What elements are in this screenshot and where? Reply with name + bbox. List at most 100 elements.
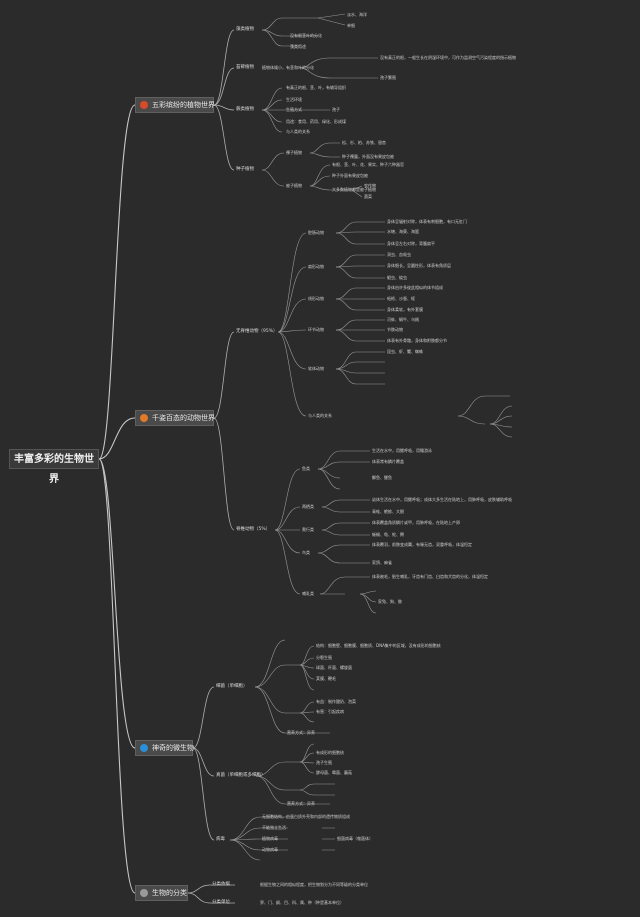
node-text[interactable]: 身体由许多彼此相似的体节组成 (387, 285, 443, 290)
node-text[interactable]: 涡虫、血吸虫 (387, 252, 411, 257)
node-units[interactable]: 分类单位 (212, 900, 230, 905)
node-text[interactable]: 蔬菜 (364, 194, 372, 199)
node-text[interactable]: 界、门、纲、目、科、属、种（种是基本单位） (260, 900, 344, 905)
node-text[interactable]: 动物病毒 (262, 847, 278, 852)
branch-marker-icon (140, 414, 148, 422)
node-text[interactable]: 河蚌、蜗牛、乌贼 (387, 317, 419, 322)
node-fish[interactable]: 鱼类 (302, 466, 310, 471)
node-text[interactable]: 身体柔软，有外套膜 (387, 307, 423, 312)
node-text[interactable]: 蜥蜴、龟、蛇、鳄 (372, 532, 404, 537)
node-annelids[interactable]: 环节动物 (308, 327, 324, 332)
branch-classification[interactable]: 生物的分类 (135, 885, 188, 901)
branch-label: 神奇的微生物 (152, 744, 194, 752)
node-text[interactable]: 体表有外骨骼，身体和附肢都分节 (387, 338, 447, 343)
branch-marker-icon (140, 101, 148, 109)
node-virus[interactable]: 病毒 (216, 837, 225, 842)
node-gymnosperm[interactable]: 裸子植物 (286, 150, 302, 155)
node-text[interactable]: 体表覆盖角质鳞片或甲，用肺呼吸，在陆地上产卵 (372, 520, 460, 525)
node-text[interactable]: 孢子生殖 (316, 760, 332, 765)
branch-plants[interactable]: 五彩缤纷的植物世界 (135, 97, 215, 113)
node-text[interactable]: 荚膜、鞭毛 (316, 676, 336, 681)
node-text[interactable]: 种子外面有果皮包被 (332, 173, 368, 178)
branch-marker-icon (140, 889, 148, 897)
node-text[interactable]: 水螅、海葵、海蜇 (387, 229, 419, 234)
node-relation[interactable]: 与人类的关系 (308, 413, 332, 418)
node-reptiles[interactable]: 爬行类 (302, 527, 314, 532)
node-fern[interactable]: 蕨类植物 (236, 107, 254, 112)
node-text[interactable]: 细菌病毒（噬菌体） (337, 836, 373, 841)
node-text[interactable]: 蛔虫、蛲虫 (387, 275, 407, 280)
node-text[interactable]: 单细 (347, 23, 355, 28)
node-text[interactable]: 家兔、狗、鲸 (378, 599, 402, 604)
node-text[interactable]: 分裂生殖 (316, 655, 332, 660)
node-text[interactable]: 身体呈辐射对称，体表有刺细胞，有口无肛门 (387, 219, 467, 224)
node-text[interactable]: 藻类用途 (290, 44, 306, 49)
node-text[interactable]: 身体呈左右对称，背腹扁平 (387, 241, 435, 246)
node-text[interactable]: 体表常有鳞片覆盖 (372, 459, 404, 464)
node-text[interactable]: 有益：制作酸奶、泡菜 (316, 699, 356, 704)
node-text[interactable]: 生活环境 (286, 97, 302, 102)
branch-label: 生物的分类 (152, 889, 187, 897)
node-text[interactable]: 身体细长，呈圆柱形，体表有角质层 (387, 263, 451, 268)
node-angiosperm[interactable]: 被子植物 (286, 183, 302, 188)
node-arthropods[interactable]: 节肢动物 (387, 327, 403, 332)
node-text[interactable]: 淡水、海洋 (347, 12, 367, 17)
branch-animals[interactable]: 千姿百态的动物世界 (135, 410, 215, 426)
node-text[interactable]: 球菌、杆菌、螺旋菌 (316, 665, 352, 670)
node-invertebrates[interactable]: 无脊椎动物（95%） (236, 329, 278, 334)
node-text[interactable]: 鲫鱼、鲤鱼 (372, 475, 392, 480)
branch-label: 五彩缤纷的植物世界 (152, 101, 215, 109)
node-bacteria[interactable]: 细菌（单细胞） (216, 684, 248, 689)
branch-marker-icon (140, 744, 148, 752)
branch-microbes[interactable]: 神奇的微生物 (135, 740, 194, 756)
node-text[interactable]: 酵母菌、霉菌、蘑菇 (316, 770, 352, 775)
node-text[interactable]: 根据生物之间的相似程度，把生物划分为不同等级的分类单位 (260, 882, 368, 887)
branch-label: 千姿百态的动物世界 (152, 414, 215, 422)
node-text[interactable]: 体表覆羽，前肢变成翼，有喙无齿，双重呼吸，体温恒定 (372, 542, 472, 547)
node-text[interactable]: 青蛙、蟾蜍、大鲵 (372, 509, 404, 514)
node-seed-plants[interactable]: 种子植物 (236, 167, 254, 172)
node-text[interactable]: 农作物 (364, 183, 376, 188)
node-text[interactable]: 孢子繁殖 (380, 75, 396, 80)
node-text[interactable]: 幼体生活在水中，用鳃呼吸；成体大多生活在陆地上，用肺呼吸，皮肤辅助呼吸 (372, 497, 512, 502)
node-text[interactable]: 生活在水中，用鳃呼吸，用鳍游泳 (372, 448, 432, 453)
node-vertebrates[interactable]: 脊椎动物（5%） (236, 527, 271, 532)
node-moss[interactable]: 苔藓植物 (236, 65, 254, 70)
node-text[interactable]: 蚯蚓、沙蚕、蛭 (387, 296, 415, 301)
node-text[interactable]: 生殖方式 (286, 107, 302, 112)
node-text[interactable]: 有根、茎、叶、花、果实、种子六种器官 (332, 162, 404, 167)
node-roundworms[interactable]: 线形动物 (308, 296, 324, 301)
node-text[interactable]: 有真正的根、茎、叶，有输导组织 (286, 85, 346, 90)
node-birds[interactable]: 鸟类 (302, 550, 310, 555)
node-text[interactable]: 营养方式：异养 (287, 801, 315, 806)
node-text[interactable]: 体表被毛，胎生哺乳，牙齿有门齿、臼齿和犬齿的分化，体温恒定 (372, 574, 488, 579)
node-text[interactable]: 松、杉、柏、苏铁、银杏 (342, 140, 386, 145)
root-topic[interactable]: 丰富多彩的生物世界 (9, 449, 99, 485)
node-text[interactable]: 没有根茎叶的分化 (290, 33, 322, 38)
node-text[interactable]: 有成形的细胞核 (316, 750, 344, 755)
node-text[interactable]: 植物体矮小，有茎和叶的分化 (262, 65, 314, 70)
node-text[interactable]: 与人类的关系 (286, 129, 310, 134)
node-text[interactable]: 种子裸露，外面没有果皮包被 (342, 154, 394, 159)
node-text[interactable]: 家鸽、麻雀 (372, 560, 392, 565)
node-text[interactable]: 植物病毒 (262, 836, 278, 841)
node-text[interactable]: 大多数植物都是被子植物 (332, 187, 376, 192)
node-basis[interactable]: 分类依据 (212, 882, 230, 887)
node-text[interactable]: 孢子 (332, 107, 340, 112)
node-mollusks[interactable]: 软体动物 (308, 366, 324, 371)
node-fungi[interactable]: 真菌（单细胞或多细胞） (216, 773, 266, 778)
node-text[interactable]: 没有真正的根，一般生长在阴湿环境中，可作为监测空气污染程度的指示植物 (380, 55, 516, 60)
node-mammals[interactable]: 哺乳类 (302, 591, 314, 596)
node-text[interactable]: 营养方式：异养 (287, 730, 315, 735)
node-text[interactable]: 昆虫、虾、蟹、蜘蛛 (387, 349, 423, 354)
node-algae[interactable]: 藻类植物 (236, 27, 254, 32)
node-text[interactable]: 结构：细胞壁、细胞膜、细胞质、DNA集中的区域，没有成形的细胞核 (316, 643, 441, 648)
node-cnidaria[interactable]: 腔肠动物 (308, 230, 324, 235)
node-flatworms[interactable]: 扁形动物 (308, 264, 324, 269)
node-amphibians[interactable]: 两栖类 (302, 504, 314, 509)
node-text[interactable]: 不能独立生活 (262, 825, 286, 830)
node-text[interactable]: 无细胞结构，由蛋白质外壳和内部的遗传物质组成 (262, 814, 350, 819)
node-text[interactable]: 用途：食用、药用、绿化、形成煤 (286, 119, 346, 124)
node-text[interactable]: 有害：引起疾病 (316, 709, 344, 714)
